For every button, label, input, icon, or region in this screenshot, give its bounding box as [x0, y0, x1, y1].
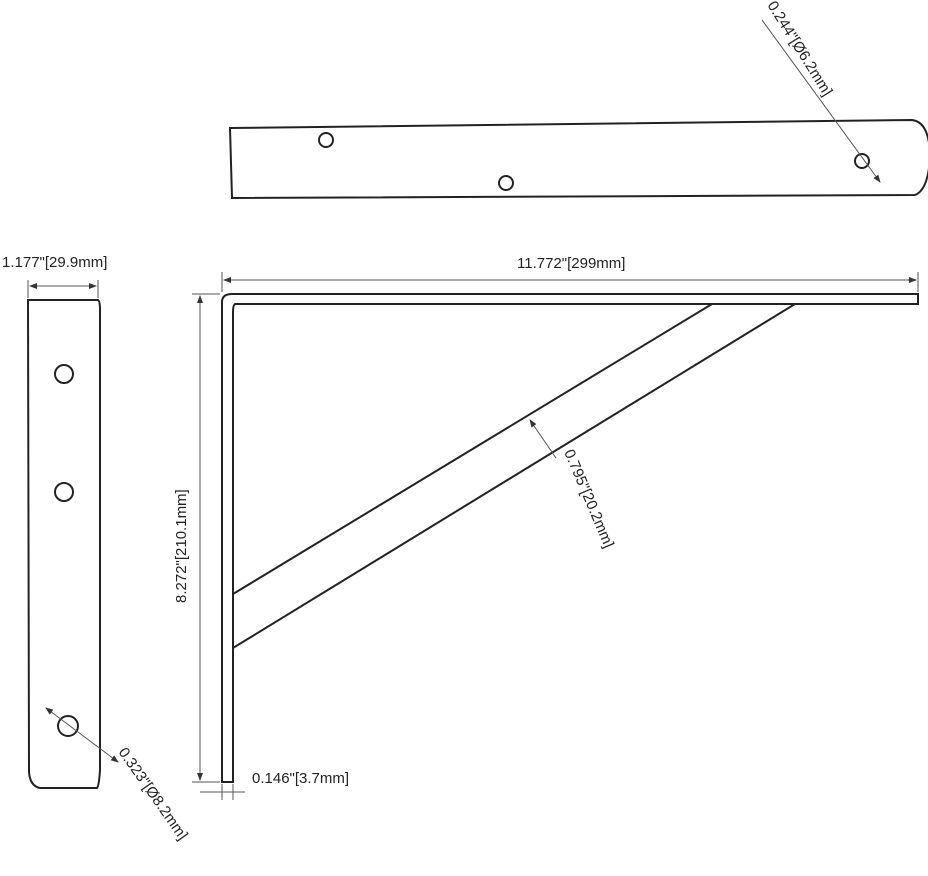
- diagonal-brace: [232, 303, 799, 650]
- bracket-outline: [221, 293, 919, 783]
- small-hole-dim-line: [761, 19, 881, 183]
- side-view: 1.177"[29.9mm] 0.323"[Ø8.2mm]: [2, 254, 191, 843]
- width-label: 1.177"[29.9mm]: [2, 254, 107, 271]
- top-bar: [228, 118, 928, 200]
- height-label: 8.272"[210.1mm]: [173, 489, 190, 603]
- brace-width-dim-line: [529, 419, 557, 459]
- side-hole-top: [54, 364, 74, 384]
- side-hole-middle: [54, 482, 74, 502]
- top-view: 0.244"[Ø6.2mm]: [228, 0, 928, 200]
- side-strip: [27, 299, 101, 789]
- length-label: 11.772"[299mm]: [517, 255, 625, 272]
- top-hole-left: [318, 132, 334, 148]
- large-hole-dim-line: [45, 707, 119, 763]
- front-view: 11.772"[299mm] 8.272"[210.1mm] 0.146"[3.…: [173, 255, 919, 800]
- top-hole-middle: [498, 175, 514, 191]
- brace-width-label: 0.795"[20.2mm]: [560, 447, 617, 551]
- top-hole-right: [854, 153, 870, 169]
- thickness-label: 0.146"[3.7mm]: [252, 770, 349, 787]
- small-hole-label: 0.244"[Ø6.2mm]: [764, 0, 836, 99]
- large-hole-label: 0.323"[Ø8.2mm]: [115, 745, 191, 844]
